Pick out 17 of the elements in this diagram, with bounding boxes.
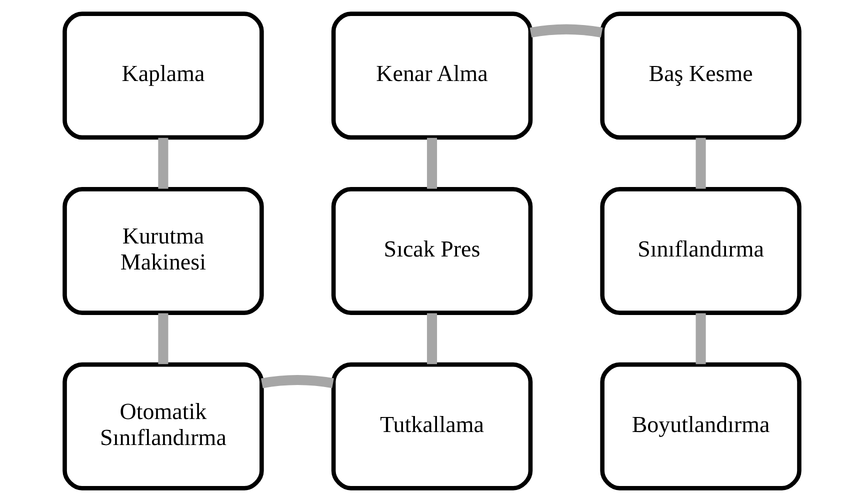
connector [696,313,706,364]
connector [530,24,603,38]
node-box: Boyutlandırma [600,362,802,490]
connector [158,313,168,364]
node-box: Otomatik Sınıflandırma [62,362,264,490]
connector [261,374,334,388]
node-box: Tutkallama [331,362,533,490]
node-box: Kenar Alma [331,12,533,140]
node-box: Sıcak Pres [331,187,533,315]
connector [426,138,438,189]
connector [426,313,438,364]
node-box: Sınıflandırma [600,187,802,315]
connector [158,138,168,189]
node-box: Baş Kesme [600,12,802,140]
connector [696,138,706,189]
node-box: Kaplama [62,12,264,140]
node-box: Kurutma Makinesi [62,187,264,315]
